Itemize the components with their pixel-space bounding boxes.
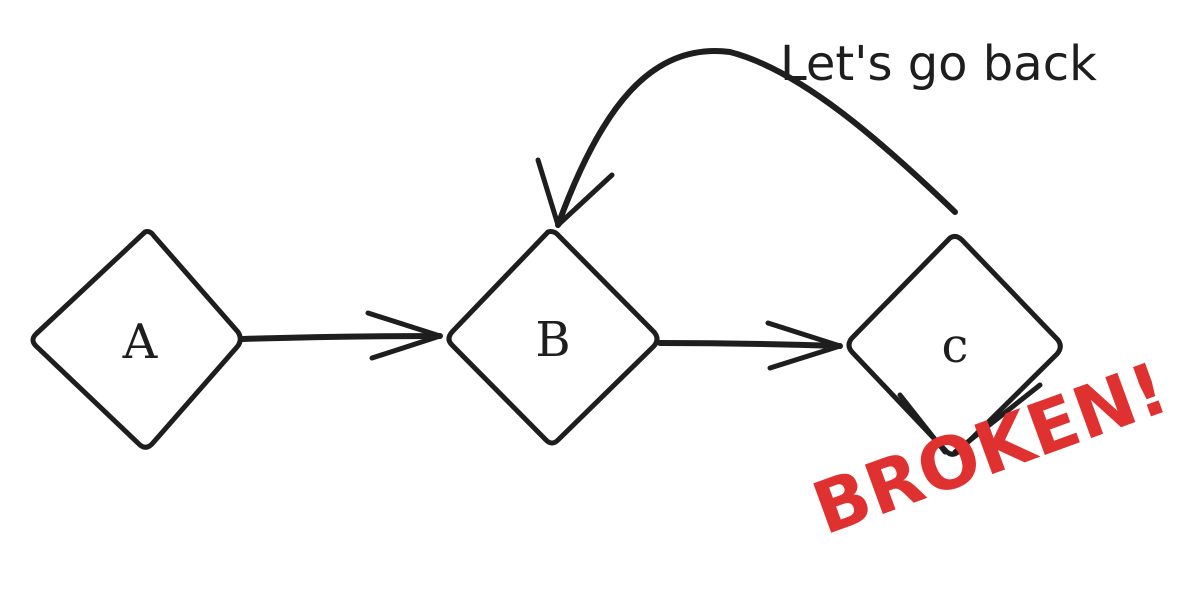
node-c-label: c — [942, 318, 969, 374]
node-b-label: B — [535, 312, 570, 368]
edge-a-to-b — [240, 310, 443, 361]
edge-label-lets-go-back: Let's go back — [780, 36, 1097, 92]
node-a[interactable]: A — [30, 229, 243, 450]
edge-b-to-c — [657, 320, 843, 371]
node-b[interactable]: B — [446, 229, 660, 446]
node-a-label: A — [122, 314, 159, 370]
broken-strike-line — [897, 382, 1043, 455]
edge-c-to-b — [535, 48, 958, 228]
